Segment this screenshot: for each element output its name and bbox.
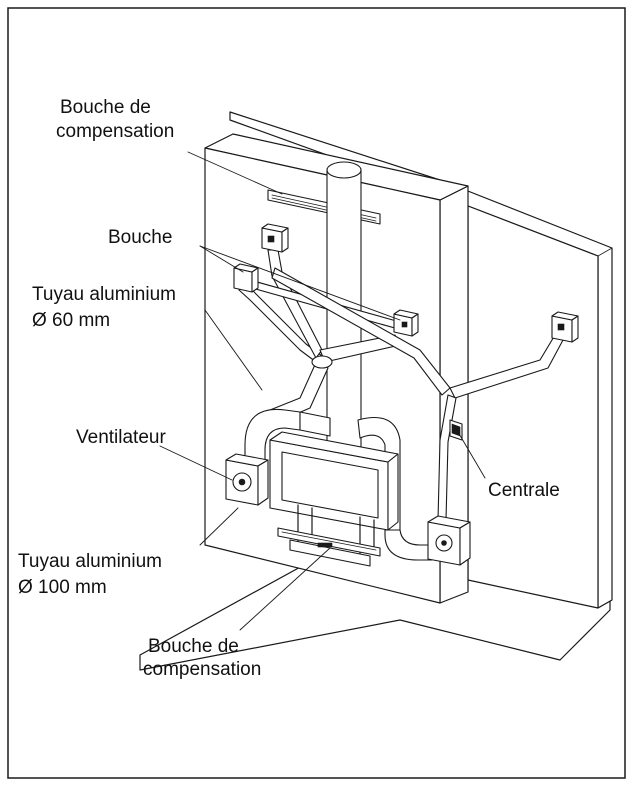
label-pipe-100mm-2: Ø 100 mm xyxy=(18,577,107,598)
right-wall xyxy=(229,111,613,609)
label-top-compensation-vent-1: Bouche de xyxy=(60,97,151,118)
fan-unit-left xyxy=(225,453,269,506)
outlet-far-right xyxy=(551,311,579,343)
leader-lines xyxy=(159,151,486,631)
outlet-center-right xyxy=(393,309,419,337)
label-bouche: Bouche xyxy=(108,227,172,248)
bottom-compensation-vent xyxy=(277,527,381,567)
centrale-unit xyxy=(449,419,463,441)
fireplace-insert xyxy=(269,431,399,556)
label-bottom-compensation-vent-1: Bouche de xyxy=(148,636,239,657)
label-ventilateur: Ventilateur xyxy=(76,427,166,448)
label-pipe-60mm-1: Tuyau aluminium xyxy=(32,284,176,305)
label-bottom-compensation-vent-2: compensation xyxy=(143,659,261,680)
label-centrale: Centrale xyxy=(488,480,560,501)
outlet-top-left xyxy=(261,223,289,253)
label-top-compensation-vent-2: compensation xyxy=(56,121,174,142)
outlet-left xyxy=(233,263,259,293)
label-pipe-60mm-2: Ø 60 mm xyxy=(32,310,110,331)
fan-unit-right xyxy=(427,515,471,566)
label-pipe-100mm-1: Tuyau aluminium xyxy=(18,551,162,572)
diagram-frame xyxy=(7,7,626,779)
